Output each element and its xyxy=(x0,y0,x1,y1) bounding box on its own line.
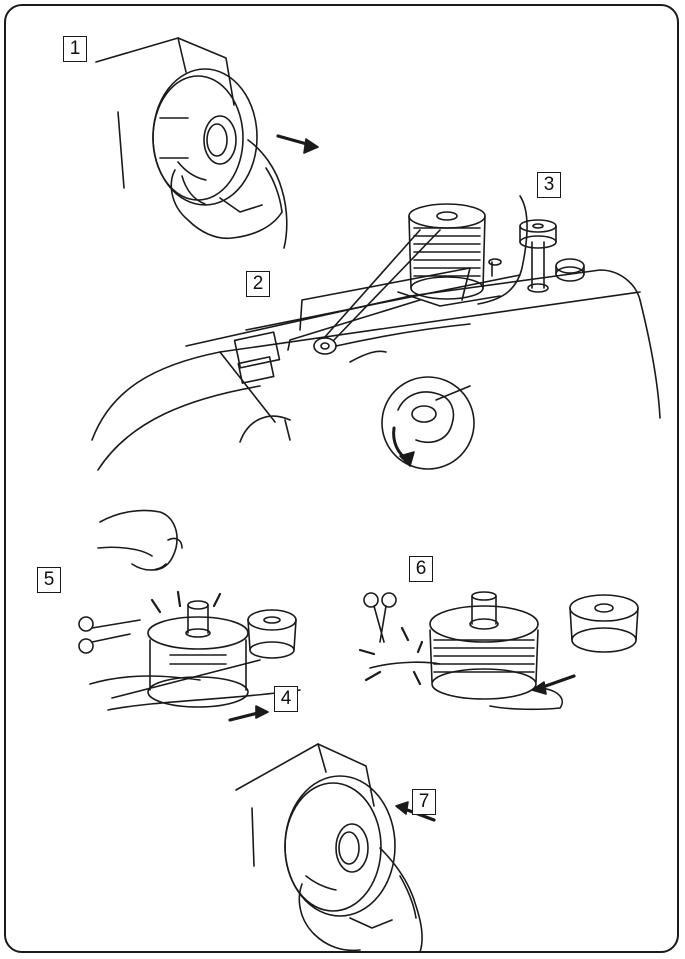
bobbin-icon xyxy=(430,592,538,699)
cut-thread-figure xyxy=(360,592,638,709)
machine-top-figure xyxy=(92,196,660,470)
winder-stopper xyxy=(570,595,638,652)
step-5-label: 5 xyxy=(37,567,61,593)
step-6-label: 6 xyxy=(409,556,433,582)
arrow-icon xyxy=(278,136,318,153)
thread-line xyxy=(324,230,420,338)
handwheel-icon xyxy=(153,69,257,205)
bobbin-icon xyxy=(148,601,248,707)
bobbin-on-winder-figure xyxy=(79,510,300,720)
scissors-icon xyxy=(79,617,140,653)
step-3-label: 3 xyxy=(537,172,561,198)
handwheel-icon xyxy=(285,776,395,916)
handwheel-pull-out-figure xyxy=(96,38,318,248)
hand-icon xyxy=(171,140,287,248)
thread-guide-detail-circle xyxy=(382,377,474,469)
machine-top-front-edge xyxy=(92,292,640,440)
step-7-label: 7 xyxy=(412,789,436,815)
scissors-icon xyxy=(364,593,396,642)
spool-pin-knob xyxy=(556,259,584,281)
handwheel-push-in-figure xyxy=(236,744,434,952)
winder-stopper xyxy=(248,610,296,658)
thread-guide xyxy=(314,338,336,354)
bobbin-winder-spindle xyxy=(478,196,556,304)
step-2-label: 2 xyxy=(246,271,270,297)
arrow-icon xyxy=(230,706,268,720)
step-1-label: 1 xyxy=(63,36,87,62)
step-4-label: 4 xyxy=(274,686,298,712)
hand-icon xyxy=(98,510,182,570)
machine-body-outline xyxy=(236,744,374,806)
